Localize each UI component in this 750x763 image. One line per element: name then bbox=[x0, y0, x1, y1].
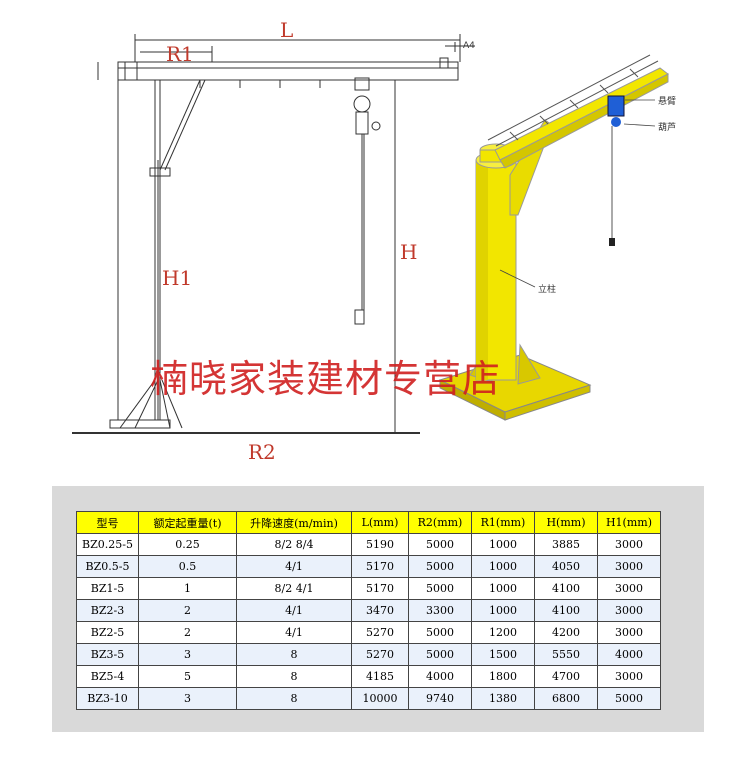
header-R1: R1(mm) bbox=[471, 511, 535, 534]
cell: 1380 bbox=[471, 687, 535, 710]
callout-column: 立柱 bbox=[538, 285, 557, 295]
cell: 4700 bbox=[534, 665, 598, 688]
cell: 9740 bbox=[408, 687, 472, 710]
cell: 5000 bbox=[597, 687, 661, 710]
dimension-H: H bbox=[400, 240, 418, 264]
cell: 2 bbox=[138, 599, 237, 622]
dimension-L: L bbox=[280, 18, 294, 42]
cell: 3000 bbox=[597, 599, 661, 622]
cell: 5000 bbox=[408, 621, 472, 644]
cell: BZ0.25-5 bbox=[76, 533, 139, 556]
dimension-R1: R1 bbox=[166, 42, 194, 66]
cell: 4000 bbox=[408, 665, 472, 688]
cell: 4100 bbox=[534, 577, 598, 600]
crane-diagram-svg bbox=[72, 34, 669, 434]
cell: 5000 bbox=[408, 533, 472, 556]
store-watermark: 楠晓家装建材专营店 bbox=[150, 357, 502, 401]
cell: 5170 bbox=[351, 577, 409, 600]
cell: 3000 bbox=[597, 555, 661, 578]
cell: 0.25 bbox=[138, 533, 237, 556]
cell: BZ3-10 bbox=[76, 687, 139, 710]
cell: 3885 bbox=[534, 533, 598, 556]
cell: 3 bbox=[138, 643, 237, 666]
cell: 8 bbox=[236, 687, 352, 710]
cell: 3000 bbox=[597, 621, 661, 644]
cell: 3300 bbox=[408, 599, 472, 622]
cell: 1800 bbox=[471, 665, 535, 688]
cell: 8 bbox=[236, 665, 352, 688]
cell: 3000 bbox=[597, 577, 661, 600]
cell: 1 bbox=[138, 577, 237, 600]
cell: 1000 bbox=[471, 533, 535, 556]
cell: 8/2 4/1 bbox=[236, 577, 352, 600]
cell: 0.5 bbox=[138, 555, 237, 578]
cell: 5270 bbox=[351, 621, 409, 644]
dimension-R2: R2 bbox=[248, 440, 276, 464]
cell: 3 bbox=[138, 687, 237, 710]
cell: 4185 bbox=[351, 665, 409, 688]
cell: 5000 bbox=[408, 555, 472, 578]
cell: 1200 bbox=[471, 621, 535, 644]
crane-drawing: L R1 H1 H R2 A4 悬臂 葫芦 立柱 楠晓家装建材专营店 bbox=[72, 18, 677, 464]
cell: 3000 bbox=[597, 533, 661, 556]
cell: 1000 bbox=[471, 555, 535, 578]
cell: 1000 bbox=[471, 577, 535, 600]
cell: 8 bbox=[236, 643, 352, 666]
dimension-H1: H1 bbox=[162, 266, 193, 290]
cell: 6800 bbox=[534, 687, 598, 710]
cell: BZ5-4 bbox=[76, 665, 139, 688]
cell: 1000 bbox=[471, 599, 535, 622]
cell: BZ2-5 bbox=[76, 621, 139, 644]
spec-table: 型号 额定起重量(t) 升降速度(m/min) L(mm) R2(mm) R1(… bbox=[76, 511, 661, 710]
cell: 5170 bbox=[351, 555, 409, 578]
callout-boom: 悬臂 bbox=[658, 97, 677, 107]
cell: 4/1 bbox=[236, 555, 352, 578]
cell: 5000 bbox=[408, 643, 472, 666]
cell: 1500 bbox=[471, 643, 535, 666]
header-speed: 升降速度(m/min) bbox=[236, 511, 352, 534]
cell: 4050 bbox=[534, 555, 598, 578]
cell: 5550 bbox=[534, 643, 598, 666]
cell: 5190 bbox=[351, 533, 409, 556]
cell: 4200 bbox=[534, 621, 598, 644]
cell: 5000 bbox=[408, 577, 472, 600]
cell: 3470 bbox=[351, 599, 409, 622]
cell: 4/1 bbox=[236, 621, 352, 644]
dimension-A4: A4 bbox=[463, 41, 475, 51]
header-capacity: 额定起重量(t) bbox=[138, 511, 237, 534]
cell: 5270 bbox=[351, 643, 409, 666]
line-drawing bbox=[72, 34, 475, 434]
cell: 4/1 bbox=[236, 599, 352, 622]
cell: 10000 bbox=[351, 687, 409, 710]
cell: 3000 bbox=[597, 665, 661, 688]
header-H1: H1(mm) bbox=[597, 511, 661, 534]
cell: BZ0.5-5 bbox=[76, 555, 139, 578]
cell: 8/2 8/4 bbox=[236, 533, 352, 556]
cell: 4000 bbox=[597, 643, 661, 666]
spec-table-panel: 型号 额定起重量(t) 升降速度(m/min) L(mm) R2(mm) R1(… bbox=[52, 486, 704, 732]
header-L: L(mm) bbox=[351, 511, 409, 534]
cell: 2 bbox=[138, 621, 237, 644]
cell: BZ1-5 bbox=[76, 577, 139, 600]
header-model: 型号 bbox=[76, 511, 139, 534]
cell: BZ2-3 bbox=[76, 599, 139, 622]
header-R2: R2(mm) bbox=[408, 511, 472, 534]
cell: BZ3-5 bbox=[76, 643, 139, 666]
crane-3d bbox=[438, 54, 669, 421]
header-H: H(mm) bbox=[534, 511, 598, 534]
callout-hoist: 葫芦 bbox=[658, 123, 677, 133]
cell: 4100 bbox=[534, 599, 598, 622]
cell: 5 bbox=[138, 665, 237, 688]
table-header-row: 型号 额定起重量(t) 升降速度(m/min) L(mm) R2(mm) R1(… bbox=[76, 511, 661, 534]
